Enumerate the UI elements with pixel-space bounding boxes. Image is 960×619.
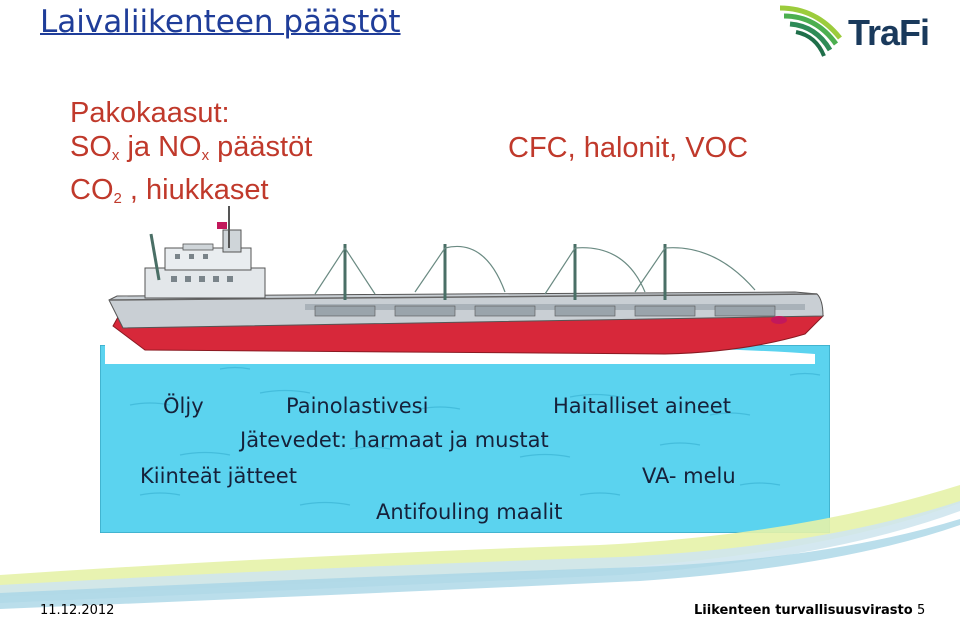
- underwater-noise-label: VA- melu: [642, 464, 736, 488]
- slide-title: Laivaliikenteen päästöt: [40, 4, 401, 40]
- wastewater-label: Jätevedet: harmaat ja mustat: [240, 428, 549, 452]
- exhaust-heading: Pakokaasut:: [70, 97, 230, 129]
- harmful-substances-label: Haitalliset aineet: [553, 394, 731, 418]
- co2-particles-line: CO2 , hiukkaset: [70, 174, 269, 207]
- trafi-logo: [779, 5, 842, 57]
- sox-nox-line: SOx ja NOx päästöt: [70, 131, 313, 164]
- ballast-water-label: Painolastivesi: [286, 394, 429, 418]
- solid-waste-label: Kiinteät jätteet: [140, 464, 297, 488]
- cargo-ship-illustration: [105, 206, 825, 364]
- footer-organization: Liikenteen turvallisuusvirasto: [694, 603, 913, 618]
- footer-swoosh: [0, 485, 960, 609]
- sea-area: [100, 345, 830, 533]
- logo-text: TraFi: [848, 12, 930, 53]
- air-emissions-list: Pakokaasut: SOx ja NOx päästöt CO2 , hiu…: [70, 96, 312, 216]
- footer-date: 11.12.2012: [40, 603, 115, 618]
- antifouling-label: Antifouling maalit: [376, 500, 563, 524]
- cfc-halon-voc-label: CFC, halonit, VOC: [508, 132, 749, 164]
- oil-label: Öljy: [163, 394, 204, 418]
- page-number: 5: [917, 603, 926, 618]
